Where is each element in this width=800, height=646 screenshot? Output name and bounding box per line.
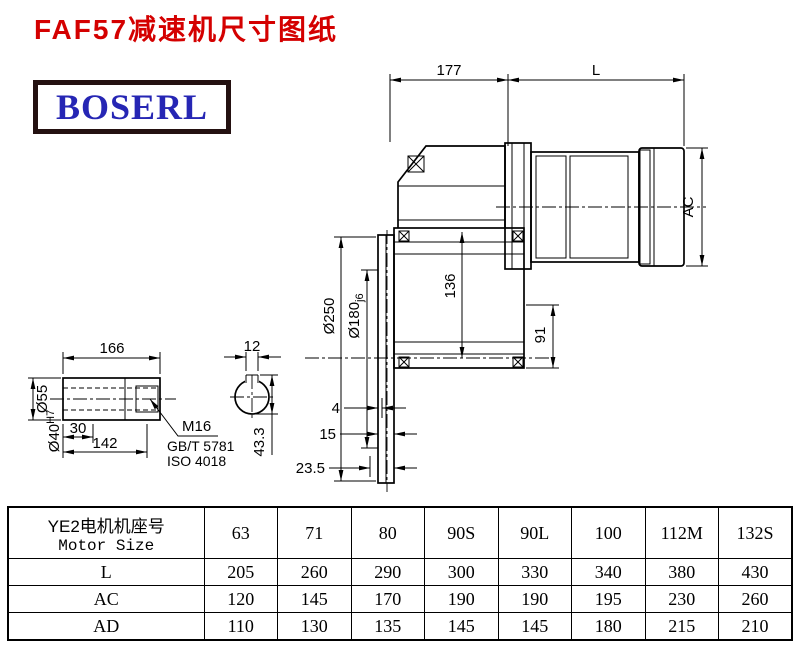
- boserl-logo: BOSERL: [33, 80, 231, 134]
- value-cell: 170: [350, 585, 425, 613]
- value-cell: 340: [571, 558, 646, 586]
- dim-AC: AC: [680, 196, 697, 217]
- value-cell: 145: [424, 612, 499, 641]
- value-cell: 290: [350, 558, 425, 586]
- value-cell: 260: [718, 585, 793, 613]
- value-cell: 145: [497, 612, 572, 641]
- main-dimensions: 177 L AC Ø250 Ø180j6 136 91 4 15 23.5: [296, 62, 708, 482]
- size-cell: 90S: [424, 506, 499, 559]
- dim-91: 91: [532, 327, 549, 344]
- dim-d40-tolerance: H7: [45, 410, 57, 424]
- value-cell: 120: [203, 585, 278, 613]
- vent-plug-icon: [407, 155, 425, 173]
- value-cell: 180: [571, 612, 646, 641]
- thread-label: M16: [182, 418, 211, 435]
- dim-142: 142: [92, 435, 117, 452]
- size-cell: 63: [203, 506, 278, 559]
- header-eng-label: Motor Size: [58, 536, 155, 555]
- value-cell: 380: [644, 558, 719, 586]
- dim-d180: Ø180j6: [346, 293, 366, 338]
- size-cell: 112M: [644, 506, 719, 559]
- keyway-section-group: 12 43.3: [224, 338, 281, 457]
- value-cell: 330: [497, 558, 572, 586]
- value-cell: 145: [277, 585, 352, 613]
- dim-43-3: 43.3: [251, 427, 268, 456]
- size-cell: 80: [350, 506, 425, 559]
- dim-23-5: 23.5: [296, 460, 325, 477]
- value-cell: 190: [424, 585, 499, 613]
- boserl-logo-text: BOSERL: [55, 87, 209, 127]
- m16-leader-line: [149, 398, 218, 437]
- standard-gbt-label: GB/T 5781: [167, 438, 235, 454]
- dim-d40: Ø40H7: [45, 410, 63, 452]
- dim-166: 166: [99, 340, 124, 357]
- size-cell: 132S: [718, 506, 793, 559]
- row-label-cell: AD: [7, 612, 205, 641]
- standard-iso-label: ISO 4018: [167, 453, 226, 469]
- table-row-AC: AC 120 145 170 190 190 195 230 260: [7, 585, 793, 613]
- dim-d40-value: Ø40: [46, 424, 63, 452]
- value-cell: 205: [203, 558, 278, 586]
- value-cell: 300: [424, 558, 499, 586]
- table-header-row: YE2电机机座号 Motor Size 63 71 80 90S 90L 100…: [7, 506, 793, 559]
- dim-15: 15: [319, 426, 336, 443]
- gearbox-outline-group: [377, 145, 525, 484]
- value-cell: 130: [277, 612, 352, 641]
- size-cell: 90L: [497, 506, 572, 559]
- row-label-cell: L: [7, 558, 205, 586]
- header-motor-size-cell: YE2电机机座号 Motor Size: [7, 506, 205, 559]
- upper-housing: [397, 145, 506, 228]
- dim-d55: Ø55: [34, 385, 51, 413]
- value-cell: 215: [644, 612, 719, 641]
- housing-bolts: [398, 230, 524, 368]
- dim-d180-value: Ø180: [346, 302, 363, 339]
- table-row-AD: AD 110 130 135 145 145 180 215 210: [7, 612, 793, 641]
- value-cell: 210: [718, 612, 793, 641]
- header-cjk-label: YE2电机机座号: [47, 516, 165, 536]
- shaft-detail-group: 166 30 142 Ø55 Ø40H7 M16 GB/T 5781 ISO 4…: [28, 340, 235, 469]
- value-cell: 110: [203, 612, 278, 641]
- dim-30: 30: [70, 420, 87, 437]
- value-cell: 190: [497, 585, 572, 613]
- dim-177: 177: [436, 62, 461, 79]
- dim-4: 4: [332, 400, 340, 417]
- size-cell: 100: [571, 506, 646, 559]
- motor-group: [496, 142, 706, 270]
- row-label-cell: AC: [7, 585, 205, 613]
- dim-136: 136: [442, 273, 459, 298]
- value-cell: 230: [644, 585, 719, 613]
- motor-adapter: [504, 142, 532, 270]
- dim-d180-tolerance: j6: [354, 293, 366, 303]
- value-cell: 260: [277, 558, 352, 586]
- page-title: FAF57减速机尺寸图纸: [34, 14, 339, 45]
- dim-d250: Ø250: [321, 298, 338, 335]
- table-row-L: L 205 260 290 300 330 340 380 430: [7, 558, 793, 586]
- value-cell: 135: [350, 612, 425, 641]
- motor-size-table: YE2电机机座号 Motor Size 63 71 80 90S 90L 100…: [7, 506, 793, 641]
- value-cell: 430: [718, 558, 793, 586]
- dim-12: 12: [244, 338, 261, 355]
- dim-L: L: [592, 62, 600, 79]
- size-cell: 71: [277, 506, 352, 559]
- value-cell: 195: [571, 585, 646, 613]
